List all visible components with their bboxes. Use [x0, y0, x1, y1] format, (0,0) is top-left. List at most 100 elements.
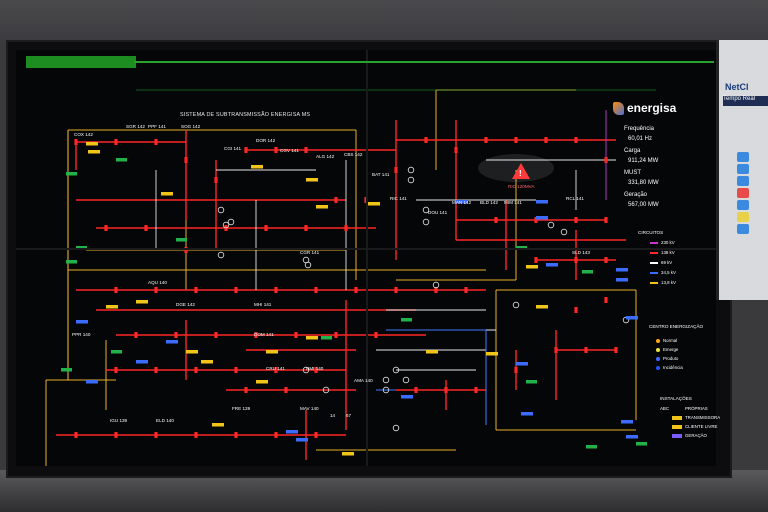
transformer-icon[interactable]	[432, 281, 440, 289]
transformer-icon[interactable]	[392, 366, 400, 374]
substation-label[interactable]: PPF 141	[148, 124, 166, 129]
measurement-tag[interactable]	[536, 305, 548, 309]
breaker-icon[interactable]	[274, 287, 278, 293]
substation-label[interactable]: CGV 141	[280, 148, 299, 153]
breaker-icon[interactable]	[534, 257, 538, 263]
transformer-icon[interactable]	[227, 218, 235, 226]
substation-label[interactable]: ALG 142	[316, 154, 335, 159]
measurement-tag[interactable]	[161, 192, 173, 196]
breaker-icon[interactable]	[234, 432, 238, 438]
breaker-icon[interactable]	[584, 347, 588, 353]
status-tag[interactable]	[636, 442, 647, 446]
breaker-icon[interactable]	[194, 367, 198, 373]
transformer-icon[interactable]	[407, 176, 415, 184]
breaker-icon[interactable]	[194, 432, 198, 438]
breaker-icon[interactable]	[304, 225, 308, 231]
measurement-tag[interactable]	[626, 316, 638, 320]
tile-icon[interactable]	[737, 212, 749, 222]
screen-header-bar[interactable]	[26, 56, 136, 68]
substation-label[interactable]: PPR 140	[72, 332, 91, 337]
measurement-tag[interactable]	[86, 142, 98, 146]
tile-icon[interactable]	[737, 188, 749, 198]
measurement-tag[interactable]	[186, 350, 198, 354]
breaker-icon[interactable]	[114, 139, 118, 145]
measurement-tag[interactable]	[251, 165, 263, 169]
measurement-tag[interactable]	[76, 320, 88, 324]
breaker-icon[interactable]	[604, 157, 608, 163]
breaker-icon[interactable]	[234, 367, 238, 373]
substation-label[interactable]: RCL 141	[566, 196, 584, 201]
substation-label[interactable]: IGU 139	[110, 418, 128, 423]
transformer-icon[interactable]	[222, 221, 230, 229]
substation-label[interactable]: SLD 143	[572, 250, 590, 255]
breaker-icon[interactable]	[334, 197, 338, 203]
breaker-icon[interactable]	[464, 287, 468, 293]
breaker-icon[interactable]	[374, 332, 378, 338]
alarm-label[interactable]: RIC 120MVA	[508, 184, 535, 189]
substation-label[interactable]: 67	[346, 413, 352, 418]
breaker-icon[interactable]	[194, 287, 198, 293]
substation-label[interactable]: MAV 140	[300, 406, 319, 411]
status-tag[interactable]	[66, 260, 77, 264]
breaker-icon[interactable]	[434, 287, 438, 293]
breaker-icon[interactable]	[394, 167, 398, 173]
breaker-icon[interactable]	[444, 387, 448, 393]
breaker-icon[interactable]	[154, 367, 158, 373]
breaker-icon[interactable]	[154, 287, 158, 293]
measurement-tag[interactable]	[368, 202, 380, 206]
substation-label[interactable]: DOR 142	[256, 138, 276, 143]
substation-label[interactable]: CGR 141	[300, 250, 320, 255]
breaker-icon[interactable]	[574, 137, 578, 143]
measurement-tag[interactable]	[486, 352, 498, 356]
transformer-icon[interactable]	[407, 166, 415, 174]
substation-label[interactable]: ELD 140	[156, 418, 174, 423]
breaker-icon[interactable]	[254, 332, 258, 338]
substation-label[interactable]: DOU 141	[428, 210, 448, 215]
measurement-tag[interactable]	[286, 430, 298, 434]
breaker-icon[interactable]	[114, 432, 118, 438]
breaker-icon[interactable]	[614, 347, 618, 353]
breaker-icon[interactable]	[314, 287, 318, 293]
tile-icon[interactable]	[737, 200, 749, 210]
breaker-icon[interactable]	[484, 137, 488, 143]
breaker-icon[interactable]	[474, 387, 478, 393]
measurement-tag[interactable]	[536, 216, 548, 220]
substation-label[interactable]: NMI 140	[306, 366, 324, 371]
breaker-icon[interactable]	[184, 157, 188, 163]
measurement-tag[interactable]	[296, 438, 308, 442]
status-tag[interactable]	[526, 380, 537, 384]
breaker-icon[interactable]	[114, 367, 118, 373]
status-tag[interactable]	[321, 336, 332, 340]
measurement-tag[interactable]	[316, 205, 328, 209]
measurement-tag[interactable]	[136, 300, 148, 304]
measurement-tag[interactable]	[526, 265, 538, 269]
status-tag[interactable]	[516, 246, 527, 250]
tile-icon[interactable]	[737, 164, 749, 174]
breaker-icon[interactable]	[74, 139, 78, 145]
substation-label[interactable]: RIC 141	[390, 196, 407, 201]
tile-icon[interactable]	[737, 224, 749, 234]
breaker-icon[interactable]	[114, 287, 118, 293]
measurement-tag[interactable]	[401, 395, 413, 399]
substation-label[interactable]: AQU 140	[148, 280, 167, 285]
measurement-tag[interactable]	[426, 350, 438, 354]
status-tag[interactable]	[76, 246, 87, 250]
breaker-icon[interactable]	[304, 147, 308, 153]
transformer-icon[interactable]	[392, 424, 400, 432]
breaker-icon[interactable]	[274, 147, 278, 153]
breaker-icon[interactable]	[394, 287, 398, 293]
status-tag[interactable]	[61, 368, 72, 372]
status-tag[interactable]	[582, 270, 593, 274]
measurement-tag[interactable]	[546, 263, 558, 267]
status-tag[interactable]	[176, 238, 187, 242]
measurement-tag[interactable]	[536, 200, 548, 204]
measurement-tag[interactable]	[456, 200, 468, 204]
breaker-icon[interactable]	[534, 217, 538, 223]
breaker-icon[interactable]	[174, 332, 178, 338]
breaker-icon[interactable]	[214, 177, 218, 183]
breaker-icon[interactable]	[454, 147, 458, 153]
breaker-icon[interactable]	[314, 432, 318, 438]
substation-label[interactable]: CBS 142	[344, 152, 363, 157]
substation-label[interactable]: AMA 140	[354, 378, 373, 383]
breaker-icon[interactable]	[184, 247, 188, 253]
